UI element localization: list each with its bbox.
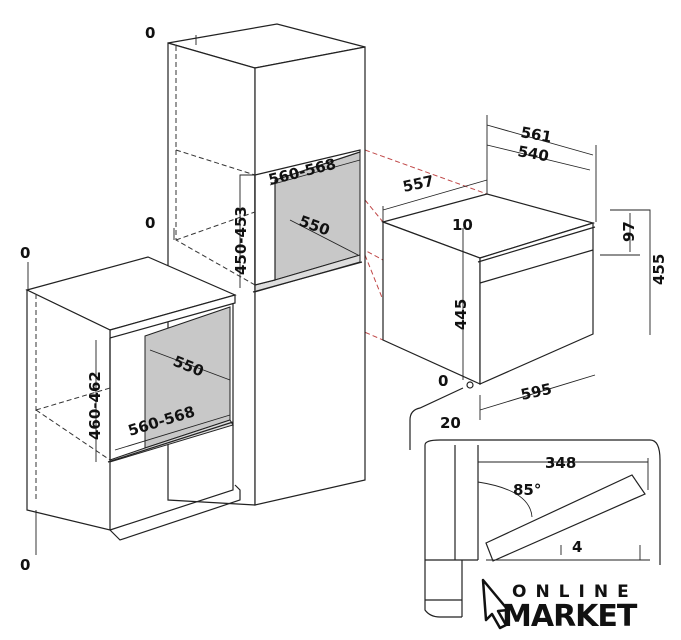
base-bottom-gap-label: 0 [20, 556, 30, 574]
body-height-label: 445 [452, 299, 470, 330]
side-depth-label: 557 [401, 172, 435, 196]
width-label: 595 [519, 380, 553, 404]
panel-height-label: 97 [620, 221, 638, 242]
depth-outer-label: 561 [519, 123, 553, 146]
depth-inner-label: 540 [516, 142, 550, 165]
logo-line2: MARKET [502, 599, 638, 634]
dimension-lines [27, 35, 651, 555]
base-cabinet [25, 256, 241, 541]
door-thickness-label: 20 [440, 414, 461, 432]
tall-top-gap-label: 0 [145, 24, 155, 42]
angle-label: 85° [513, 481, 541, 499]
cursor-arrow-icon [481, 578, 510, 630]
logo-line1: ONLINE [512, 582, 638, 602]
oven [381, 193, 596, 385]
base-niche-height-label: 460-462 [86, 371, 104, 440]
drop-label: 4 [572, 538, 582, 556]
total-height-label: 455 [650, 254, 668, 285]
tall-mid-gap-label: 0 [145, 214, 155, 232]
base-top-gap-label: 0 [20, 244, 30, 262]
online-market-logo: ONLINE MARKET [478, 570, 681, 640]
tall-niche-height-label: 450-453 [232, 206, 250, 275]
top-offset-label: 10 [452, 216, 473, 234]
door-detail [409, 381, 661, 618]
bottom-offset-label: 0 [438, 372, 448, 390]
opening-length-label: 348 [545, 454, 576, 472]
